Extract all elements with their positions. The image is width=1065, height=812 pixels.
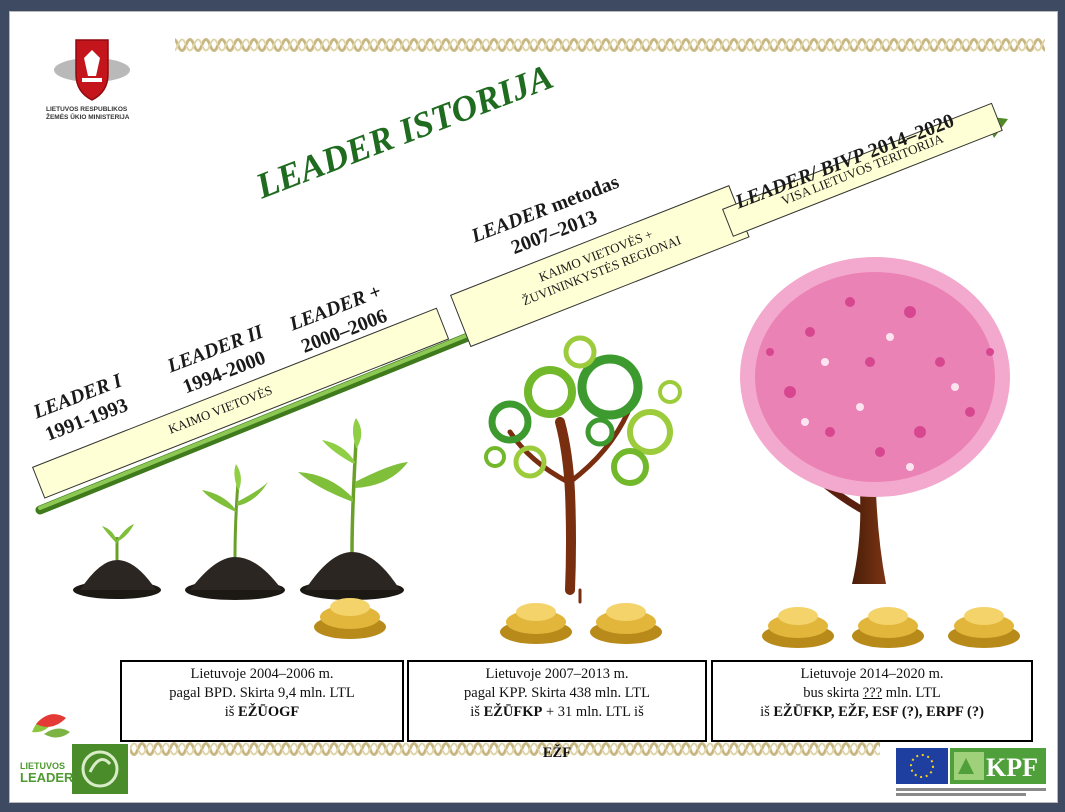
seedling-medium <box>185 464 285 600</box>
info-box-2014-2020: Lietuvoje 2014–2020 m. bus skirta ??? ml… <box>711 660 1033 742</box>
eu-flag-icon <box>896 748 948 784</box>
bottom-wave-band <box>130 740 880 762</box>
info-box-2007-2013-overflow: EŽF <box>542 745 572 761</box>
info-box-2007-2013: Lietuvoje 2007–2013 m. pagal KPP. Skirta… <box>407 660 707 742</box>
kpf-logo-icon <box>950 748 1046 784</box>
seedling-large <box>298 418 408 600</box>
lietuvos-leader-logo: LIETUVOS LEADER <box>20 761 74 785</box>
kpf-footnote <box>896 788 1046 796</box>
info-box-2004-2006: Lietuvoje 2004–2006 m. pagal BPD. Skirta… <box>120 660 404 742</box>
blossom-tree <box>740 257 1010 584</box>
ministry-name: LIETUVOS RESPUBLIKOS ŽEMĖS ŪKIO MINISTER… <box>46 106 130 121</box>
leader-square-logo-icon <box>72 744 128 794</box>
lietuvos-leader-logo-icon <box>32 714 70 738</box>
seedling-small <box>73 524 161 599</box>
top-wave-band <box>175 34 1045 56</box>
coin-piles <box>314 598 1020 648</box>
coat-of-arms-icon <box>54 39 130 101</box>
swirl-tree <box>484 335 682 604</box>
slide: LIETUVOS RESPUBLIKOS ŽEMĖS ŪKIO MINISTER… <box>9 11 1058 803</box>
kpf-logo-text: KPF <box>986 753 1038 782</box>
